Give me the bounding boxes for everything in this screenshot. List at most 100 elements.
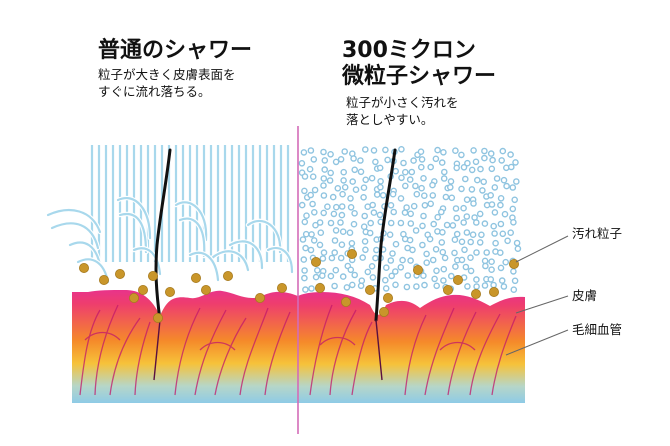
droplet	[498, 157, 506, 164]
droplet	[358, 277, 366, 285]
droplet	[382, 264, 390, 272]
droplet	[513, 178, 520, 185]
droplet	[417, 163, 425, 171]
droplet	[339, 190, 346, 198]
droplet	[362, 246, 369, 254]
capillary-vein	[199, 341, 236, 351]
droplet	[364, 268, 372, 276]
droplet	[446, 183, 454, 191]
dirt-particle	[79, 262, 90, 273]
dirt-particle	[164, 286, 175, 297]
droplet	[410, 157, 417, 164]
droplet	[387, 219, 395, 227]
droplet	[349, 178, 357, 185]
dirt-particle	[200, 284, 211, 295]
droplet	[301, 173, 309, 180]
droplet	[464, 283, 471, 290]
splash-curve	[266, 246, 294, 274]
droplet	[461, 246, 468, 254]
hair-right	[374, 148, 397, 322]
droplet	[327, 150, 334, 158]
droplet	[361, 212, 369, 220]
droplet	[431, 275, 438, 283]
droplet	[357, 168, 365, 176]
droplet	[359, 254, 367, 261]
droplet	[463, 196, 471, 203]
capillary-vein	[264, 311, 291, 396]
droplet	[320, 249, 328, 256]
droplet	[351, 166, 359, 174]
droplet	[458, 151, 465, 159]
droplet	[326, 177, 334, 184]
droplet	[500, 176, 508, 184]
droplet	[369, 201, 377, 209]
dirt-particle	[508, 258, 519, 269]
droplet	[418, 156, 426, 163]
micro-droplets	[298, 145, 522, 294]
dirt-particle	[470, 288, 481, 299]
droplet	[334, 184, 342, 192]
droplet	[451, 249, 458, 257]
capillary-vein	[447, 311, 477, 396]
droplet	[509, 205, 517, 213]
droplet	[327, 272, 335, 280]
droplet	[340, 168, 348, 176]
droplet	[310, 156, 318, 163]
droplet	[301, 218, 309, 226]
droplet	[321, 157, 329, 164]
droplet	[514, 245, 522, 252]
droplet	[382, 285, 390, 292]
droplet	[498, 277, 506, 284]
droplet	[451, 236, 459, 243]
droplet	[337, 155, 345, 163]
droplet	[357, 282, 365, 290]
dirt-particle	[412, 264, 423, 275]
hair-right-root	[375, 319, 383, 381]
droplet	[351, 271, 359, 279]
droplet	[360, 223, 368, 230]
droplet	[513, 239, 521, 247]
droplet	[318, 272, 326, 280]
dirt-particle	[382, 292, 393, 303]
droplet	[438, 159, 446, 166]
droplet	[324, 203, 331, 210]
droplet	[443, 221, 451, 229]
droplet	[468, 166, 476, 174]
droplet	[477, 165, 484, 173]
dirt-particle	[152, 312, 163, 323]
droplet	[339, 228, 347, 235]
droplet	[509, 184, 517, 191]
dirt-particle	[364, 284, 375, 295]
legend-skin: 皮膚	[572, 288, 598, 303]
droplet	[386, 231, 394, 238]
droplet	[369, 274, 377, 281]
droplet	[298, 201, 306, 209]
droplet	[503, 182, 510, 190]
droplet	[337, 254, 345, 262]
droplet	[328, 254, 336, 262]
dirt-particle	[276, 282, 287, 293]
droplet	[453, 214, 461, 222]
droplet	[401, 209, 409, 216]
droplet	[452, 147, 459, 154]
droplet	[407, 220, 415, 227]
droplet	[357, 157, 364, 164]
droplet	[308, 231, 315, 238]
droplet	[320, 192, 328, 199]
droplet	[377, 183, 384, 191]
droplet	[413, 190, 421, 198]
droplet	[423, 259, 431, 267]
capillary-vein	[134, 321, 151, 396]
droplet	[421, 281, 428, 289]
splash-curve	[178, 217, 206, 258]
droplet	[470, 147, 477, 154]
dirt-particle	[340, 296, 351, 307]
droplet	[398, 145, 405, 153]
droplet	[332, 227, 340, 234]
droplet	[427, 163, 435, 171]
leader-lines	[505, 235, 569, 356]
droplet	[487, 191, 495, 199]
micron-shower-title-line2: 微粒子シャワー	[342, 64, 497, 89]
capillary-vein	[424, 307, 455, 396]
